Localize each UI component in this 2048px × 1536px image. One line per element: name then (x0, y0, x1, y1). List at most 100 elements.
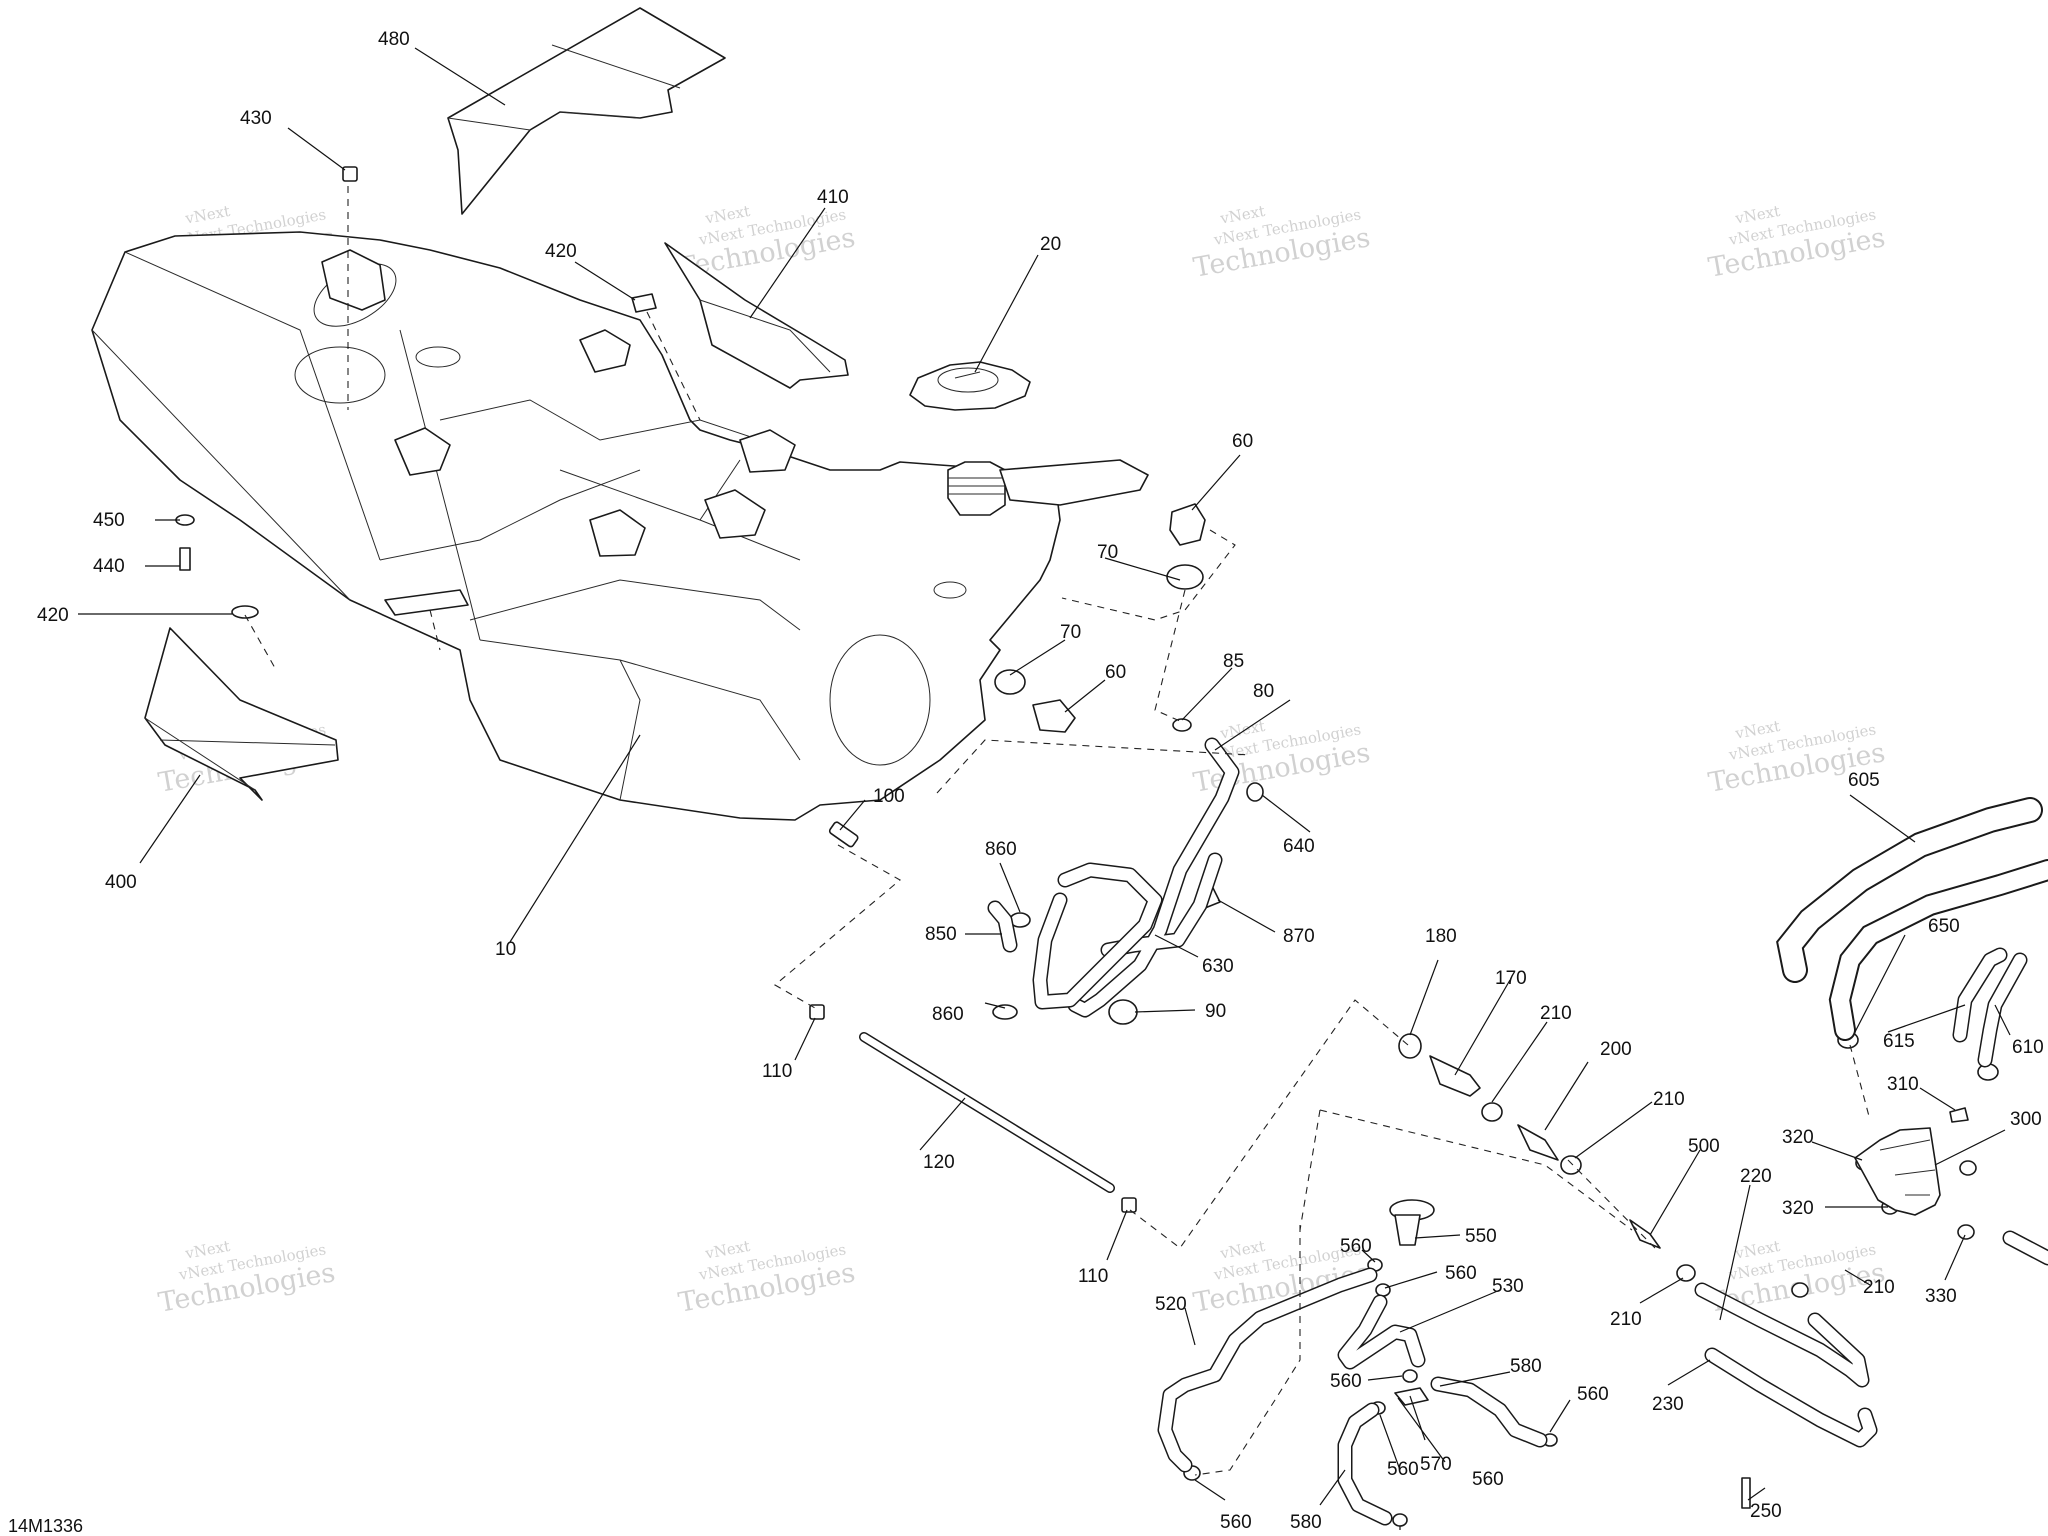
watermark: vNext vNext Technologies Technologies (676, 1237, 857, 1319)
grommet-420-upper (631, 293, 657, 313)
fuel-tank-10 (91, 231, 1149, 821)
heat-shield-480 (447, 7, 726, 215)
part-label-80: 80 (1253, 681, 1274, 702)
hose-200 (1517, 1124, 1559, 1161)
part-label-320-lower: 320 (1782, 1198, 1814, 1219)
clip-110-upper (809, 1004, 825, 1020)
part-label-420-upper: 420 (545, 241, 577, 262)
part-label-210-a: 210 (1540, 1003, 1572, 1024)
valve-60-lower (1032, 699, 1076, 733)
part-label-310: 310 (1887, 1074, 1919, 1095)
side-panel-400 (144, 627, 339, 801)
bolt-440 (179, 547, 191, 571)
part-label-605: 605 (1848, 770, 1880, 791)
part-label-860-lower: 860 (932, 1004, 964, 1025)
nut-430 (342, 166, 358, 182)
fitting-550 (1394, 1214, 1421, 1246)
part-label-210-c: 210 (1610, 1309, 1642, 1330)
part-label-400: 400 (105, 872, 137, 893)
part-label-520: 520 (1155, 1294, 1187, 1315)
hose-580-left (1337, 1402, 1393, 1526)
leader-lines (78, 47, 2011, 1530)
screw-310 (1949, 1107, 1969, 1123)
part-label-320-upper: 320 (1782, 1127, 1814, 1148)
clamp-330 (1957, 1224, 1975, 1240)
clamp-560-b (1375, 1283, 1391, 1297)
part-label-60-upper: 60 (1232, 431, 1253, 452)
valve-170 (1429, 1055, 1481, 1097)
grommet-70-lower (994, 669, 1026, 695)
hose-605 (1776, 797, 2043, 983)
part-label-500: 500 (1688, 1136, 1720, 1157)
grommet-420-lower (231, 605, 259, 619)
hose-850 (987, 900, 1018, 953)
clamp-210-b (1560, 1155, 1582, 1175)
clamp-640 (1246, 782, 1264, 802)
watermark: vNext vNext Technologies Technologies (1706, 202, 1887, 284)
part-label-10: 10 (495, 939, 516, 960)
clamp-860-lower (992, 1004, 1018, 1020)
clamp-210-a (1481, 1102, 1503, 1122)
rod-120 (859, 1032, 1115, 1193)
clip-110-lower (1121, 1197, 1137, 1213)
part-label-860-upper: 860 (985, 839, 1017, 860)
part-label-640: 640 (1283, 836, 1315, 857)
clamp-85 (1172, 718, 1192, 732)
part-label-580-right: 580 (1510, 1356, 1542, 1377)
part-label-20: 20 (1040, 234, 1061, 255)
fuel-cap-20 (909, 361, 1031, 411)
part-label-610: 610 (2012, 1037, 2044, 1058)
part-label-440: 440 (93, 556, 125, 577)
screw-3x (1959, 1160, 1977, 1176)
part-label-210-d: 210 (1863, 1277, 1895, 1298)
part-label-410: 410 (817, 187, 849, 208)
diagram-code: 14M1336 (8, 1516, 83, 1536)
part-label-530: 530 (1492, 1276, 1524, 1297)
part-label-330: 330 (1925, 1286, 1957, 1307)
part-label-560-e: 560 (1387, 1459, 1419, 1480)
connector-500 (1629, 1219, 1661, 1249)
part-label-560-b: 560 (1445, 1263, 1477, 1284)
clamp-210-d (1791, 1282, 1809, 1298)
part-label-230: 230 (1652, 1394, 1684, 1415)
part-label-650: 650 (1928, 916, 1960, 937)
hardware (175, 166, 1999, 1527)
hoses (987, 737, 2048, 1526)
part-label-630: 630 (1202, 956, 1234, 977)
part-label-100: 100 (873, 786, 905, 807)
part-label-120: 120 (923, 1152, 955, 1173)
part-label-170: 170 (1495, 968, 1527, 989)
hose-230 (1704, 1347, 1878, 1448)
part-labels: 480 430 410 420 20 60 70 450 440 420 70 … (37, 29, 2044, 1533)
watermark: vNext vNext Technologies Technologies (1191, 202, 1372, 284)
clamp-560-c (1402, 1369, 1418, 1383)
part-label-60-lower: 60 (1105, 662, 1126, 683)
part-label-560-d: 560 (1577, 1384, 1609, 1405)
part-label-550: 550 (1465, 1226, 1497, 1247)
valve-60-upper (1169, 503, 1206, 546)
part-label-300: 300 (2010, 1109, 2042, 1130)
part-label-420-lower: 420 (37, 605, 69, 626)
clamp-90 (1108, 999, 1138, 1025)
part-label-70-upper: 70 (1097, 542, 1118, 563)
grommet-70-upper (1166, 564, 1204, 590)
hose-530 (1337, 1294, 1426, 1370)
part-label-615: 615 (1883, 1031, 1915, 1052)
side-panel-410 (664, 242, 849, 389)
part-label-580-left: 580 (1290, 1512, 1322, 1533)
part-label-560-c: 560 (1330, 1371, 1362, 1392)
fitting-250 (1741, 1477, 1751, 1509)
part-label-110-lower: 110 (1078, 1266, 1108, 1287)
part-label-70-lower: 70 (1060, 622, 1081, 643)
part-label-570: 570 (1420, 1454, 1452, 1475)
part-label-210-b: 210 (1653, 1089, 1685, 1110)
hose-650 (1828, 859, 2048, 1041)
part-label-85: 85 (1223, 651, 1244, 672)
hose-630 (1032, 737, 1240, 1018)
hose-220 (1694, 1282, 1870, 1388)
hose-615 (1952, 947, 2008, 1043)
assembly-lines (244, 186, 1871, 1476)
part-label-480: 480 (378, 29, 410, 50)
part-label-110-upper: 110 (762, 1061, 792, 1082)
